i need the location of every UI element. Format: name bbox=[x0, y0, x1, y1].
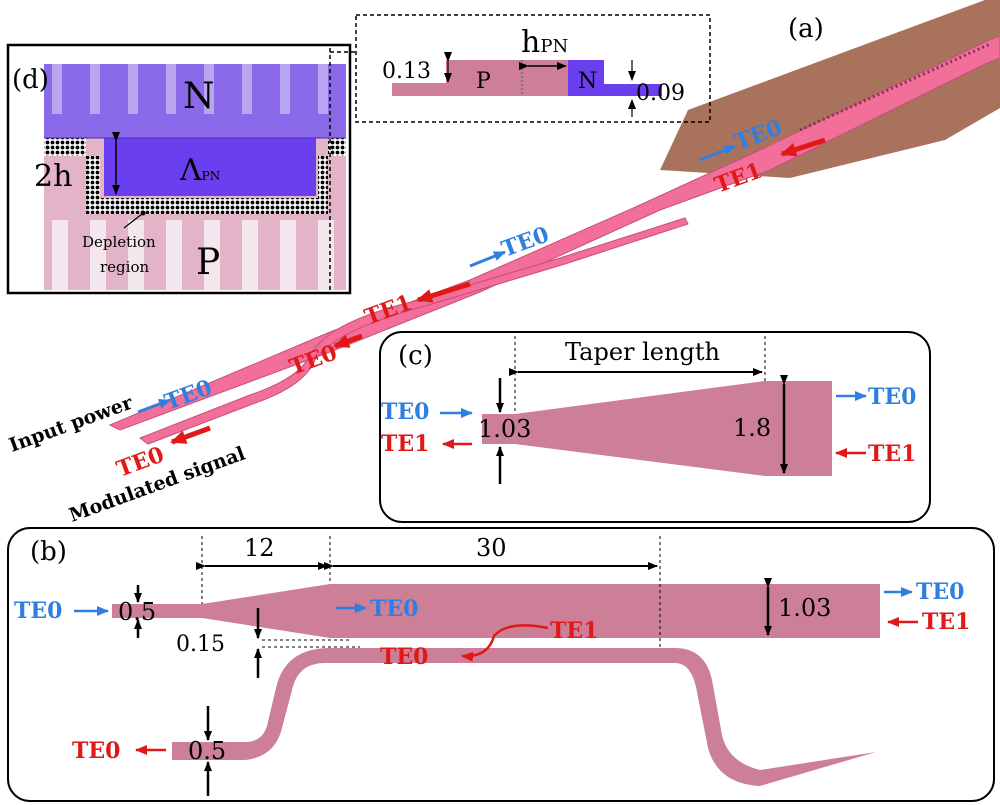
n-comb-stripes bbox=[52, 64, 328, 114]
metal-pad bbox=[660, 0, 1000, 178]
two-h-label: 2h bbox=[34, 159, 72, 194]
taper-w-out-label: 1.8 bbox=[733, 414, 771, 442]
n-slab bbox=[604, 84, 662, 96]
main-waveguide-3d bbox=[108, 35, 1000, 431]
dim-12-label: 12 bbox=[244, 534, 275, 562]
n-rib bbox=[568, 60, 604, 96]
panel-d: (d) N P ΛPN 2h Depletion region bbox=[6, 43, 356, 295]
taper-w-in-label: 1.03 bbox=[478, 415, 531, 443]
coupled-arm-3d bbox=[138, 217, 689, 445]
panel-d-p-label: P bbox=[196, 242, 220, 283]
b-w-in-label: 0.5 bbox=[118, 598, 156, 626]
inset-p-label: P bbox=[476, 69, 491, 94]
panel-b-te0-exit: TE0 bbox=[72, 738, 120, 764]
panel-b-te0-out: TE0 bbox=[916, 579, 964, 605]
te1-to-te0-curve bbox=[461, 624, 549, 662]
n-finger bbox=[104, 138, 316, 196]
bus-waveguide bbox=[112, 584, 880, 638]
panel-b-te0-bus: TE0 bbox=[370, 596, 418, 622]
panel-c-te1-out: TE1 bbox=[868, 441, 916, 467]
panel-b-te1-out: TE1 bbox=[922, 609, 970, 635]
p-slab bbox=[392, 83, 456, 96]
panel-a-device bbox=[108, 0, 1000, 445]
panel-b-te0-coupled: TE0 bbox=[380, 644, 428, 670]
lambda-pn-label: ΛPN bbox=[179, 153, 220, 188]
dim-013-label: 0.13 bbox=[382, 59, 431, 84]
dim-30-label: 30 bbox=[476, 534, 507, 562]
grating-teeth bbox=[799, 42, 991, 132]
te0-label-input: TE0 bbox=[161, 375, 215, 416]
panel-b-label: (b) bbox=[30, 537, 67, 567]
p-rib bbox=[446, 60, 522, 96]
coupled-waveguide bbox=[172, 648, 876, 786]
te0-arrow-coupled bbox=[333, 333, 363, 349]
depletion-pointer-dot bbox=[140, 210, 146, 216]
b-w-out-label: 0.5 bbox=[188, 737, 226, 765]
te0-arrow-input bbox=[137, 398, 171, 414]
panel-b: (b) 12 30 0.5 0.15 1.03 0.5 TE0 bbox=[7, 527, 995, 802]
te1-arrow-top-right bbox=[780, 137, 826, 157]
depletion-pointer bbox=[123, 213, 143, 229]
inset-dashed-frame bbox=[355, 14, 711, 123]
panel-b-te1-bus: TE1 bbox=[550, 618, 598, 644]
panel-d-n-label: N bbox=[183, 76, 215, 117]
taper-shape bbox=[482, 381, 832, 476]
panel-c-label: (c) bbox=[398, 341, 433, 371]
panel-c-te1-in: TE1 bbox=[381, 431, 429, 457]
panel-d-label: (d) bbox=[12, 65, 49, 95]
panel-c-te0-in: TE0 bbox=[381, 399, 429, 425]
hpn-label: hPN bbox=[521, 25, 568, 60]
panel-b-te0-in: TE0 bbox=[14, 598, 62, 624]
b-w-bus-label: 1.03 bbox=[778, 594, 831, 622]
panel-c-te0-out: TE0 bbox=[868, 384, 916, 410]
te1-arrow-middle bbox=[416, 281, 471, 303]
te0-arrow-middle bbox=[469, 250, 506, 268]
inset-n-label: N bbox=[578, 69, 597, 94]
panel-a-label: (a) bbox=[788, 14, 824, 44]
dim-009-label: 0.09 bbox=[636, 81, 685, 106]
te0-arrow-output bbox=[170, 425, 211, 445]
panel-c: (c) Taper length 1.03 1.8 TE0 TE1 TE0 TE… bbox=[379, 331, 931, 523]
taper-length-label: Taper length bbox=[565, 338, 720, 366]
te0-label-coupled: TE0 bbox=[286, 340, 340, 381]
te0-arrow-top-right bbox=[699, 144, 736, 162]
depletion-label-1: Depletion bbox=[82, 233, 156, 251]
cross-section-inset: P N hPN 0.13 0.09 bbox=[355, 14, 711, 123]
panel-c-frame bbox=[379, 331, 931, 523]
panel-b-frame bbox=[7, 527, 995, 802]
gap-label: 0.15 bbox=[176, 632, 225, 657]
depletion-region bbox=[44, 138, 346, 214]
depletion-label-2: region bbox=[100, 258, 149, 276]
